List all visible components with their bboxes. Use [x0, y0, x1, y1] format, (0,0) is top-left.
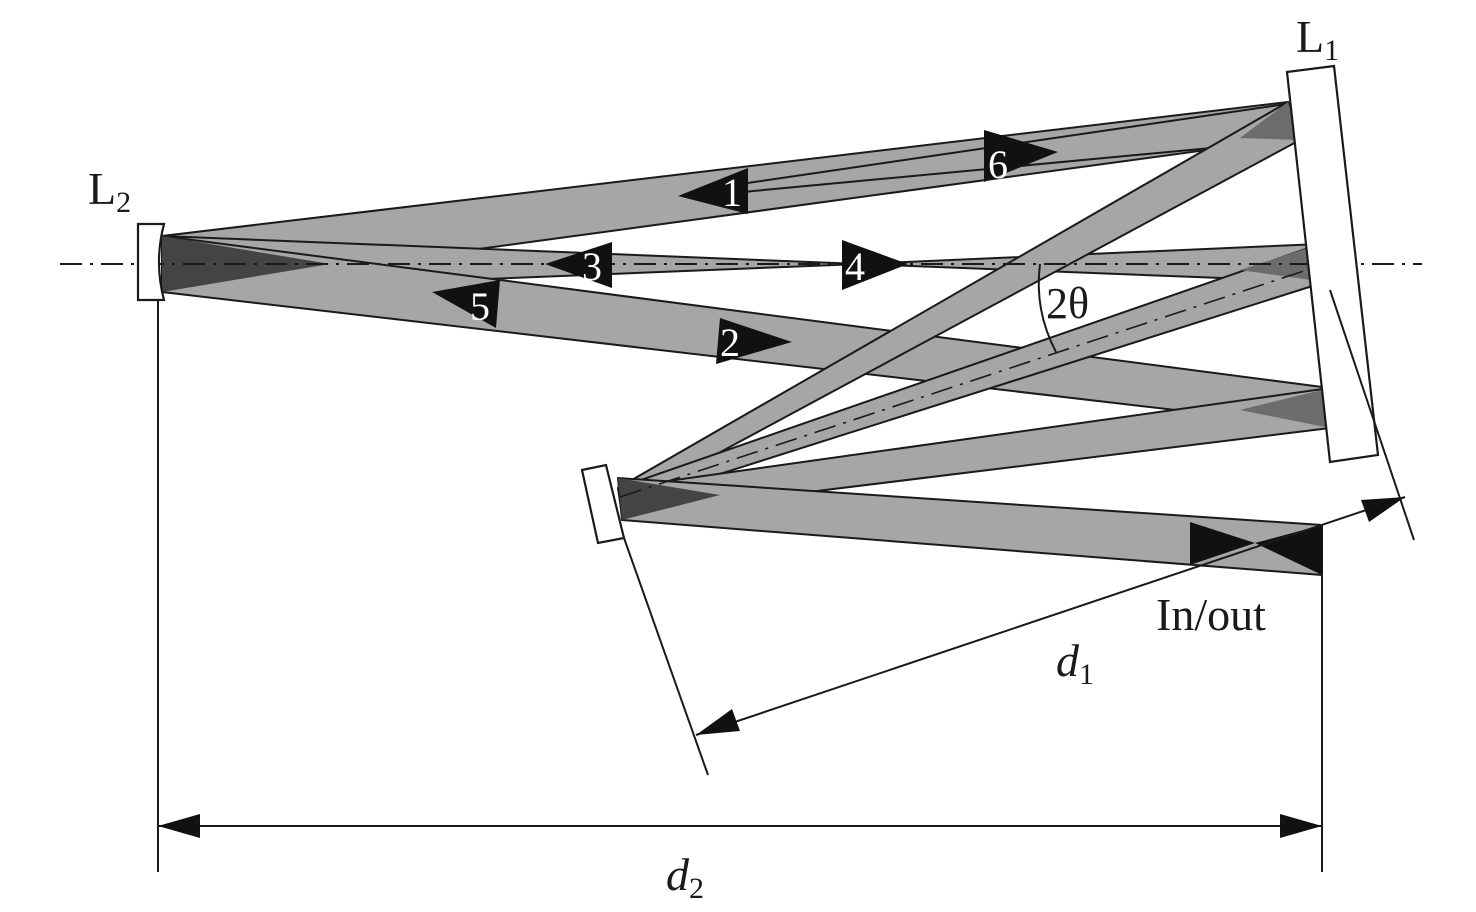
beam-label-5: 5 [470, 284, 490, 329]
beam-label-6: 6 [988, 142, 1008, 187]
label-d2: d2 [666, 849, 704, 905]
arrow-3 [545, 242, 612, 288]
in-out-bowtie-2 [1255, 525, 1322, 575]
d1-arrow-right [1361, 497, 1405, 522]
overlap-l1-mid [1240, 244, 1325, 282]
beam-label-4: 4 [845, 244, 865, 289]
d1-arrow-left [696, 709, 740, 735]
d2-arrow-left [158, 814, 200, 838]
arrow-4 [842, 240, 908, 290]
label-d1: d1 [1056, 635, 1094, 691]
mirror-l2 [136, 222, 166, 302]
in-out-bowtie [1190, 522, 1255, 565]
label-in-out: In/out [1156, 589, 1266, 640]
angle-arc [1037, 263, 1057, 353]
label-angle: 2θ [1046, 279, 1089, 328]
beam-label-2: 2 [720, 320, 740, 365]
label-l2: L2 [88, 163, 131, 219]
arrow-1 [678, 168, 748, 214]
overlap-small [618, 478, 720, 520]
dimension-lines [157, 263, 1415, 872]
arrow-2 [716, 318, 792, 364]
overlap-l1-low [1240, 388, 1330, 428]
d2-arrow-right [1280, 814, 1322, 838]
arrow-5 [432, 280, 500, 328]
mirror-small [580, 463, 626, 545]
arrow-6 [984, 130, 1058, 182]
small-mirror-extension [623, 537, 709, 776]
text-labels: L1 L2 2θ In/out d1 d2 [88, 11, 1339, 905]
tilted-axis [619, 263, 1326, 498]
beam-label-3: 3 [582, 244, 602, 289]
dimension-arrows [158, 497, 1405, 838]
label-l1: L1 [1296, 11, 1339, 67]
overlap-l1-top [1240, 102, 1300, 140]
optical-axes [60, 263, 1422, 498]
d1-line [695, 496, 1406, 736]
beam-direction-arrows [432, 130, 1058, 364]
beam-number-labels: 1 6 3 4 5 2 [470, 142, 1008, 365]
beam-label-1: 1 [722, 170, 742, 215]
